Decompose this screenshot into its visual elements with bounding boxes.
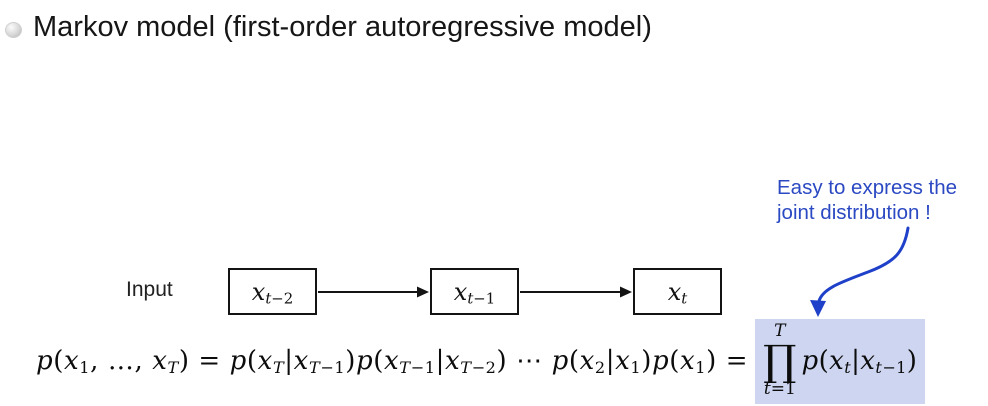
annotation-text: Easy to express the joint distribution ! [777,175,957,225]
annotation-curved-arrow-icon [810,226,910,317]
annotation-line-2: joint distribution ! [777,201,931,224]
page-title: Markov model (first-order autoregressive… [33,11,652,43]
node-label: xt−1 [453,277,496,308]
product-body: p(xt|xt−1) [801,346,918,378]
markov-node-xt: xt [633,268,722,315]
bullet-icon [5,22,22,38]
markov-node-xt-1: xt−1 [430,268,519,315]
node-label: xt−2 [251,277,294,308]
node-label: xt [667,277,688,308]
arrow-right-icon-1 [318,286,429,298]
title-row: Markov model (first-order autoregressive… [3,10,652,45]
annotation-line-1: Easy to express the [777,176,958,199]
product-symbol: ∏ [763,336,797,386]
input-label: Input [126,278,173,301]
product-term-highlight: T ∏ t=1 p(xt|xt−1) [755,318,926,404]
joint-distribution-formula: p(x1, …, xT) = p(xT|xT−1)p(xT−1|xT−2) ⋯ … [36,318,926,404]
product-upper-limit: T [774,321,786,342]
formula-lhs: p(x1, …, xT) = p(xT|xT−1)p(xT−1|xT−2) ⋯ … [36,346,749,378]
product-operator: T ∏ t=1 [763,321,797,399]
markov-node-xt-2: xt−2 [228,268,317,315]
arrow-right-icon-2 [520,286,632,298]
product-lower-limit: t=1 [763,378,796,399]
